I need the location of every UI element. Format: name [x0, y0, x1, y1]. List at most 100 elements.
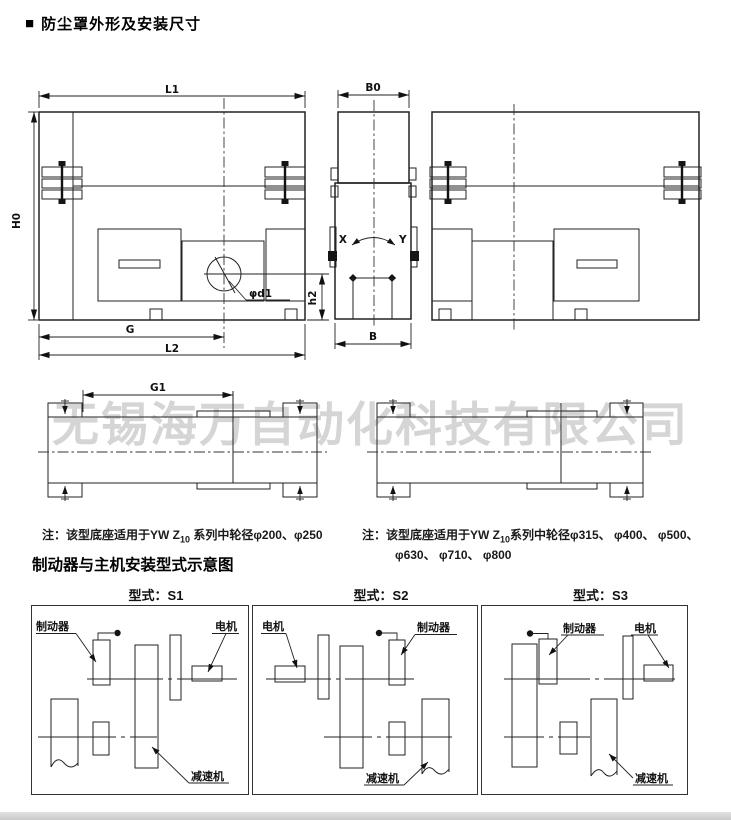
dim-phi-d1: φd1 — [249, 288, 272, 300]
terminal-box-slot — [118, 259, 161, 269]
shafts — [266, 678, 452, 738]
reducer-wheel — [134, 644, 159, 769]
panel-s3: 型式：S3 制动器 电机 减速机 — [481, 585, 688, 795]
panel-s3-box: 制动器 电机 减速机 — [481, 605, 688, 795]
panel-s2-title: 型式：S2 — [353, 588, 409, 603]
panel-s1-title: 型式：S1 — [128, 588, 184, 603]
dim-L2: L2 — [165, 343, 179, 355]
clamp-hinge-right — [264, 161, 306, 204]
brake-label: 制动器 — [36, 619, 70, 633]
motor-block — [191, 665, 223, 682]
pinion-block — [559, 721, 578, 755]
panel-s1-box: 制动器 电机 减速机 — [31, 605, 249, 795]
dim-L2-group: L2 — [39, 324, 306, 360]
shafts — [38, 678, 237, 738]
terminal-box — [553, 228, 640, 302]
phi-d1-leader: φd1 — [228, 280, 290, 301]
brake-label: 制动器 — [563, 621, 597, 635]
clamp-hinge-right — [663, 161, 702, 204]
coupling-disc — [169, 634, 182, 701]
reducer-label-group: 减速机 — [608, 753, 673, 786]
pinion-block — [92, 721, 110, 756]
motor-block — [643, 664, 674, 682]
note-large-base: 注：该型底座适用于YW Z10系列中轮径φ315、 φ400、 φ500、 φ6… — [362, 528, 699, 563]
reducer-label: 减速机 — [635, 771, 668, 785]
coupling-disc — [317, 634, 330, 700]
drum-block — [511, 643, 538, 768]
dim-h2-group: h2 — [307, 274, 329, 321]
panel-s1-drawing: 制动器 电机 减速机 — [36, 619, 239, 784]
page-title-text: 防尘罩外形及安装尺寸 — [41, 16, 202, 33]
release-knob-icon — [114, 629, 121, 637]
coupling-disc — [622, 635, 634, 700]
clamp-hinge-left — [429, 161, 467, 204]
brake-label-group: 制动器 — [36, 619, 97, 663]
section-heading: 制动器与主机安装型式示意图 — [32, 557, 234, 574]
terminal-box — [97, 228, 182, 302]
motor-label-group: 电机 — [261, 619, 298, 669]
panel-s1: 型式：S1 制动器 电机 减速机 — [31, 585, 249, 795]
note-small-base: 注：该型底座适用于YW Z10 系列中轮径φ200、φ250 — [42, 528, 323, 545]
dim-G1: G1 — [150, 382, 166, 394]
motor-label: 电机 — [215, 619, 237, 633]
dim-H0: H0 — [11, 213, 23, 229]
reducer-break — [590, 698, 618, 777]
brake-block — [538, 638, 558, 685]
dim-G1-group: G1 — [82, 382, 233, 412]
panel-s3-title: 型式：S3 — [573, 588, 628, 603]
motor-block — [274, 665, 306, 683]
release-knob-icon — [375, 629, 383, 637]
release-lever — [533, 633, 549, 639]
dim-B0-group: B0 — [337, 82, 410, 108]
shafts — [504, 678, 675, 738]
dim-X: X — [339, 234, 347, 246]
front-view: φd1 L1 H0 G L2 — [11, 84, 329, 360]
dim-L1-group: L1 — [38, 84, 306, 108]
clamp-hinge-left — [41, 161, 83, 204]
dim-h2: h2 — [307, 291, 319, 306]
shaft-box — [181, 240, 265, 302]
dim-L1: L1 — [165, 84, 179, 96]
page-bottom-strip — [0, 812, 731, 820]
side-view: X Y B0 B — [328, 82, 419, 349]
dim-Y: Y — [398, 234, 407, 246]
page-title: ■ 防尘罩外形及安装尺寸 — [25, 13, 201, 34]
base-plate-large — [367, 399, 653, 501]
motor-label-group: 电机 — [207, 619, 239, 673]
reducer-label-group: 减速机 — [364, 761, 429, 786]
brake-block — [92, 639, 111, 686]
dim-H0-group: H0 — [11, 111, 38, 321]
reducer-wheel — [339, 645, 364, 769]
side-box — [265, 228, 306, 302]
dim-B0: B0 — [365, 82, 380, 94]
terminal-box-slot — [576, 259, 618, 269]
side-box — [431, 228, 473, 302]
dim-B-group: B — [334, 323, 412, 349]
brake-label-group: 制动器 — [400, 620, 457, 656]
reducer-label: 减速机 — [366, 771, 399, 785]
motor-label: 电机 — [634, 621, 656, 635]
watermark-text: 无锡海万自动化科技有限公司 — [52, 398, 689, 451]
panel-s2-box: 电机 制动器 减速机 — [252, 605, 478, 795]
drum-break — [50, 698, 79, 768]
release-knob-icon — [526, 630, 534, 637]
rear-view — [429, 104, 702, 330]
pinion-block — [388, 721, 406, 756]
motor-label-group: 电机 — [631, 621, 670, 669]
release-lever — [97, 632, 114, 640]
bullet-square-icon: ■ — [25, 15, 35, 32]
reducer-label: 减速机 — [191, 769, 224, 783]
swing-arc: X Y — [339, 234, 407, 246]
dim-B: B — [369, 331, 377, 343]
brake-block — [388, 639, 406, 686]
bottom-rods — [349, 274, 396, 319]
release-lever — [382, 632, 398, 640]
brake-label: 制动器 — [417, 620, 451, 634]
clamp-bolts — [61, 399, 304, 501]
motor-label: 电机 — [262, 619, 284, 633]
panel-s2-drawing: 电机 制动器 减速机 — [261, 619, 457, 786]
panel-s2: 型式：S2 电机 制动器 减速机 — [252, 585, 478, 795]
brake-label-group: 制动器 — [548, 621, 604, 656]
reducer-label-group: 减速机 — [151, 746, 229, 784]
panel-s3-drawing: 制动器 电机 减速机 — [504, 621, 675, 786]
